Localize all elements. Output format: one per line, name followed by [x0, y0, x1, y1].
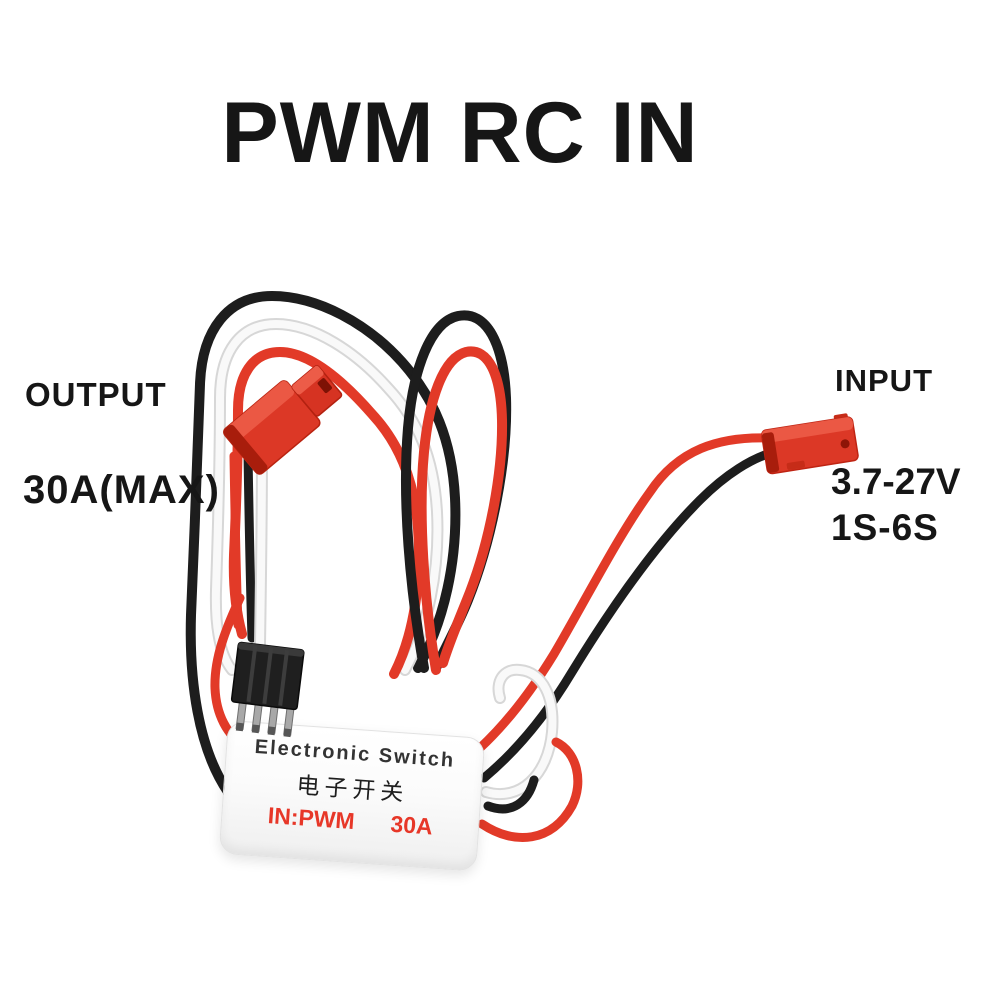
- input-connector-tab: [786, 460, 805, 470]
- wire-white-left-loop: [211, 319, 442, 674]
- output-label: OUTPUT: [25, 376, 167, 413]
- page-title: PWM RC IN: [221, 85, 699, 181]
- output-jst-connector: [223, 365, 343, 475]
- output-rating-label: 30A(MAX): [23, 468, 220, 512]
- header-pin-tip: [235, 722, 244, 732]
- wire-red-to-input: [475, 433, 775, 753]
- wire-black-to-input: [479, 447, 779, 783]
- input-connector-top-face: [761, 417, 854, 443]
- wire-black-left-loop: [185, 290, 461, 825]
- header-groove: [246, 645, 258, 703]
- input-connector-wire-cap: [761, 432, 780, 473]
- input-voltage-label: 3.7-27V: [831, 461, 961, 502]
- input-jst-connector: [760, 413, 859, 475]
- output-connector-back-face: [223, 424, 268, 475]
- header-pin-tip: [283, 728, 292, 738]
- output-connector-nose-top: [292, 365, 324, 395]
- servo-pin-header: [230, 641, 305, 738]
- wire-red-right-curl: [477, 737, 583, 842]
- header-pin-tip: [251, 724, 260, 734]
- header-groove: [262, 647, 274, 704]
- wire-black-right-curl: [483, 775, 539, 814]
- input-cells-label: 1S-6S: [831, 507, 939, 548]
- wire-white-right-curl: [482, 665, 557, 798]
- output-connector-top-face: [223, 380, 295, 444]
- header-groove: [278, 649, 290, 706]
- wire-black-vertical-bundle: [243, 448, 257, 643]
- output-connector-slot: [317, 378, 332, 394]
- input-connector-hole: [840, 439, 850, 449]
- wire-red-right-loop: [416, 346, 508, 675]
- header-pin-tip: [267, 726, 276, 736]
- input-label: INPUT: [835, 363, 933, 398]
